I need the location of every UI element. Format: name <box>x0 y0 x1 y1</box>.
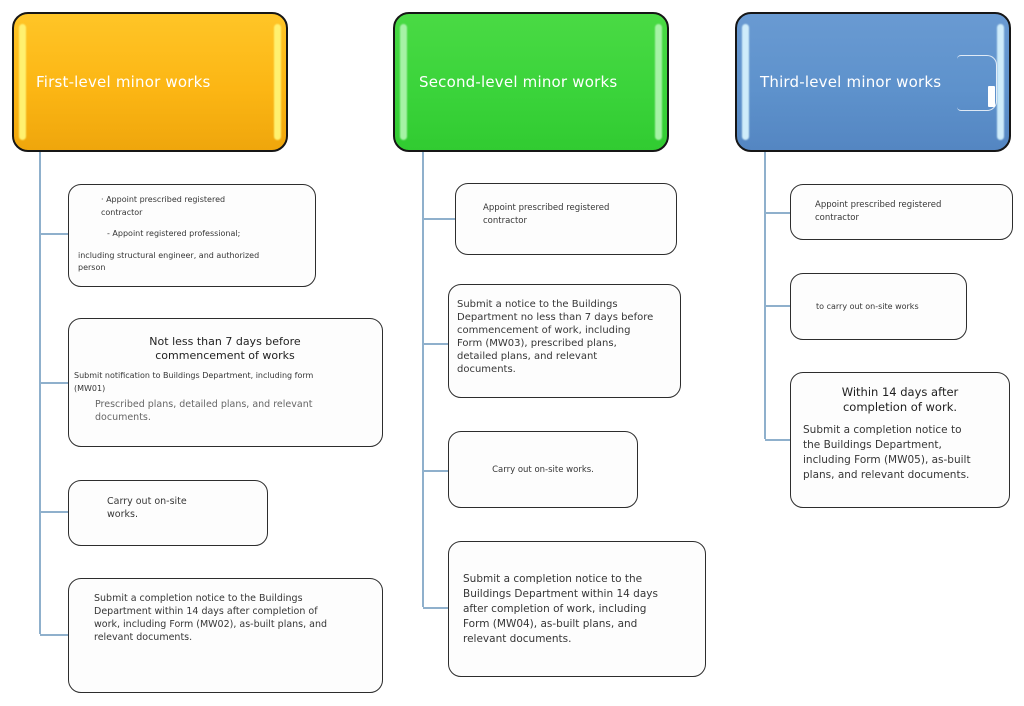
step-text-line: including Form (MW05), as-built <box>803 454 971 466</box>
gloss-highlight <box>997 24 1004 140</box>
node-appoint-contractor-third[interactable]: Appoint prescribed registered contractor <box>790 184 1013 240</box>
step-text-line: Appoint prescribed registered <box>483 203 610 213</box>
node-notice-7-days-second[interactable]: Submit a notice to the Buildings Departm… <box>448 284 681 398</box>
node-carry-out-works-first[interactable]: Carry out on-site works. <box>68 480 268 546</box>
node-appoint-contractor-professional[interactable]: · Appoint prescribed registered contract… <box>68 184 316 287</box>
step-text-line: Submit a notice to the Buildings <box>457 299 618 310</box>
step-text-line: Form (MW04), as-built plans, and <box>463 617 638 630</box>
step-text-line: Submit a completion notice to the Buildi… <box>94 593 303 604</box>
step-text-line: Buildings Department within 14 days <box>463 587 658 600</box>
first-level-title: First-level minor works <box>36 73 211 91</box>
gloss-highlight <box>655 24 662 140</box>
step-text-line: detailed plans, and relevant <box>457 351 598 362</box>
connector-branch <box>423 218 455 220</box>
step-text-line: · Appoint prescribed registered <box>101 195 226 204</box>
step-heading-line: completion of work. <box>842 400 958 414</box>
node-appoint-contractor-second[interactable]: Appoint prescribed registered contractor <box>455 183 677 255</box>
step-text-line: (MW01) <box>74 384 106 393</box>
node-carry-out-works-third[interactable]: to carry out on-site works <box>790 273 967 340</box>
step-text-line: plans, and relevant documents. <box>803 469 970 481</box>
step-text-line: Submit notification to Buildings Departm… <box>74 371 314 380</box>
node-completion-notice-third[interactable]: Within 14 days after completion of work.… <box>790 372 1010 508</box>
step-heading-line: Within 14 days after <box>841 385 959 399</box>
selection-artifact <box>957 55 997 111</box>
third-level-header-node[interactable]: Third-level minor works <box>735 12 1011 152</box>
step-text-line: relevant documents. <box>94 632 193 643</box>
step-heading-line: commencement of works <box>155 348 295 362</box>
step-text-line: Carry out on-site <box>107 496 187 507</box>
gloss-highlight <box>19 24 26 140</box>
step-text-line: to carry out on-site works <box>816 302 919 311</box>
step-text-line: Submit a completion notice to the <box>463 572 643 585</box>
node-carry-out-works-second[interactable]: Carry out on-site works. <box>448 431 638 508</box>
selection-artifact-bar <box>988 86 995 107</box>
connector-branch <box>40 511 68 513</box>
step-text-line: person <box>78 263 106 272</box>
gloss-highlight <box>274 24 281 140</box>
third-level-title: Third-level minor works <box>760 73 942 91</box>
connector-branch <box>423 470 448 472</box>
step-note-line: documents. <box>95 412 151 423</box>
step-text-line: Form (MW03), prescribed plans, <box>457 338 617 349</box>
step-text-line: work, including Form (MW02), as-built pl… <box>94 619 328 630</box>
connector-branch <box>765 212 790 214</box>
first-level-header-node[interactable]: First-level minor works <box>12 12 288 152</box>
second-level-title: Second-level minor works <box>419 73 618 91</box>
node-completion-notice-second[interactable]: Submit a completion notice to the Buildi… <box>448 541 706 677</box>
connector-vertical-third <box>764 152 766 439</box>
connector-branch <box>423 607 448 609</box>
step-text-line: documents. <box>457 364 516 375</box>
step-text-line: Department within 14 days after completi… <box>94 606 318 617</box>
step-text-line: contractor <box>815 213 859 223</box>
gloss-highlight <box>742 24 749 140</box>
second-level-header-node[interactable]: Second-level minor works <box>393 12 669 152</box>
connector-branch <box>40 233 68 235</box>
step-note-line: Prescribed plans, detailed plans, and re… <box>95 399 313 410</box>
gloss-highlight <box>400 24 407 140</box>
step-text-line: commencement of work, including <box>457 325 631 336</box>
node-completion-notice-first[interactable]: Submit a completion notice to the Buildi… <box>68 578 383 693</box>
step-text-line: - Appoint registered professional; <box>107 229 241 238</box>
step-text-line: contractor <box>101 207 143 217</box>
connector-branch <box>40 634 68 636</box>
step-text-line: Appoint prescribed registered <box>815 200 942 210</box>
step-text-line: contractor <box>483 216 527 226</box>
step-text-line: after completion of work, including <box>463 602 647 615</box>
step-text-line: the Buildings Department, <box>803 439 942 451</box>
step-heading-line: Not less than 7 days before <box>149 335 301 348</box>
connector-branch <box>765 305 790 307</box>
step-text-line: relevant documents. <box>463 632 572 645</box>
step-text-line: Department no less than 7 days before <box>457 312 654 323</box>
node-notification-7-days[interactable]: Not less than 7 days before commencement… <box>68 318 383 447</box>
connector-branch <box>423 343 448 345</box>
step-text-line: including structural engineer, and autho… <box>78 250 260 260</box>
connector-vertical-second <box>422 152 424 607</box>
connector-branch <box>765 439 790 441</box>
step-text-line: Carry out on-site works. <box>492 464 594 475</box>
step-text-line: works. <box>107 509 138 520</box>
step-text-line: Submit a completion notice to <box>803 424 962 436</box>
connector-branch <box>40 382 68 384</box>
connector-vertical-first <box>39 152 41 634</box>
